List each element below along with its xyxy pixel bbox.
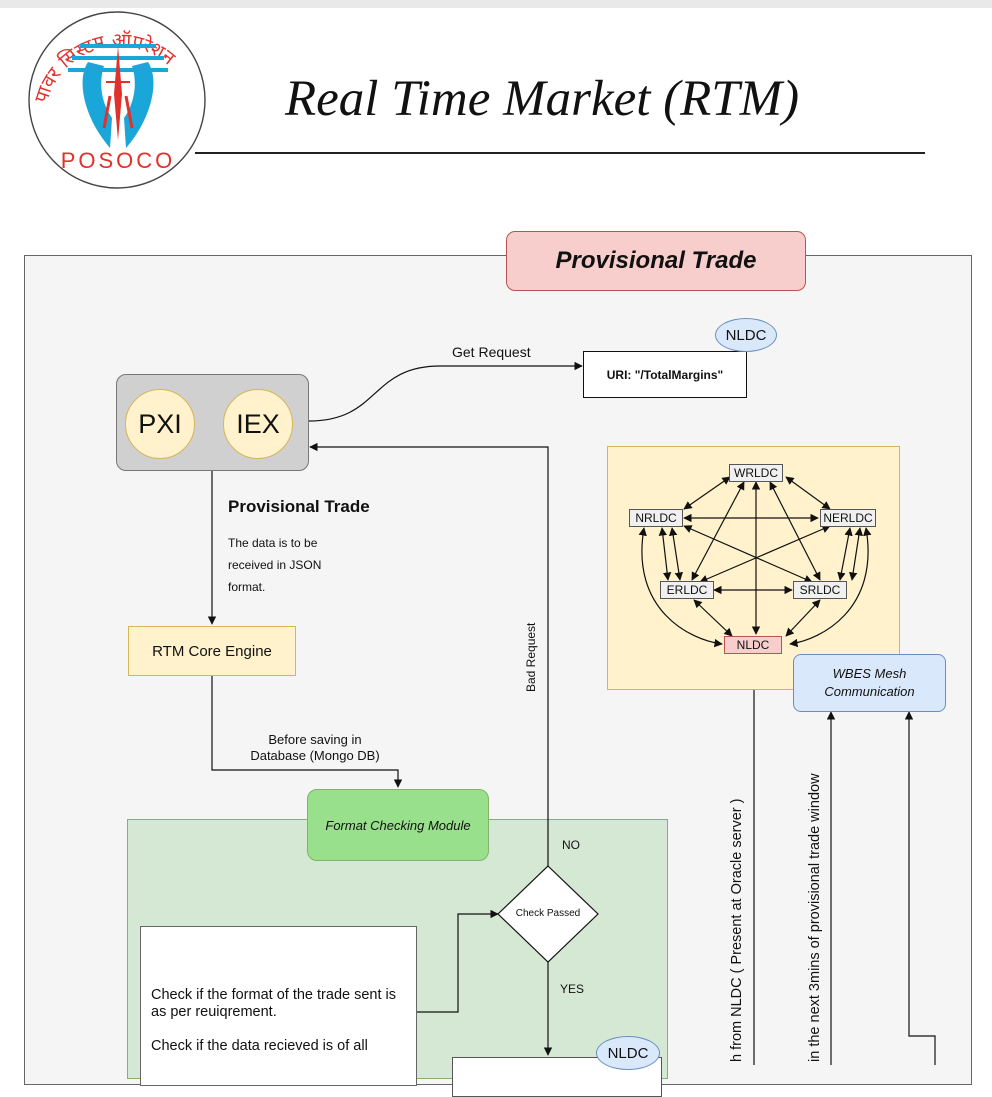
nerldc-node: NERLDC: [820, 509, 876, 527]
description-line: received in JSON: [228, 558, 322, 572]
description-line: format.: [228, 580, 266, 594]
bad-request-arrow: [309, 442, 549, 866]
description-line: The data is to be: [228, 536, 318, 550]
no-label: NO: [562, 838, 580, 852]
uri-box: URI: "/TotalMargins": [583, 351, 747, 398]
wrldc-node: WRLDC: [729, 464, 783, 482]
nldc-oracle-label: h from NLDC ( Present at Oracle server ): [729, 798, 745, 1063]
get-request-label: Get Request: [452, 344, 531, 360]
connectors: [207, 361, 936, 1065]
posoco-logo: पावर सिस्टम ऑपरेशन POSOCO: [18, 0, 210, 190]
page-title: Real Time Market (RTM): [285, 71, 800, 127]
trade-window-label: in the next 3mins of provisional trade w…: [807, 773, 823, 1062]
iex-node: IEX: [223, 389, 293, 459]
bad-request-label: Bad Request: [524, 622, 538, 692]
wbes-mesh-communication: WBES Mesh Communication: [793, 654, 946, 712]
erldc-node: ERLDC: [660, 581, 714, 599]
logo-org-text: POSOCO: [61, 148, 176, 173]
check-item: Check if the format of the trade sent is…: [151, 987, 397, 1020]
srldc-node: SRLDC: [793, 581, 847, 599]
check-to-decision-arrow: [417, 909, 499, 1013]
nldc-node: NLDC: [724, 636, 782, 654]
format-checking-module: Format Checking Module: [307, 789, 489, 861]
get-request-arrow: [308, 361, 583, 422]
pxi-node: PXI: [125, 389, 195, 459]
before-saving-line: Before saving in: [268, 732, 362, 747]
yes-label: YES: [560, 982, 585, 996]
before-saving-line: Database (Mongo DB): [250, 748, 380, 763]
provisional-trade-title: Provisional Trade: [228, 497, 370, 516]
title-underline: [195, 152, 925, 154]
check-item: Check if the data recieved is of all: [151, 1038, 368, 1054]
provisional-trade-header: Provisional Trade: [506, 231, 806, 291]
check-passed-label: Check Passed: [515, 908, 581, 919]
nldc-badge-top: NLDC: [715, 318, 777, 352]
format-checks-text: Check if the format of the trade sent is…: [140, 926, 417, 1086]
save-arrow: [211, 676, 403, 788]
top-bar: [0, 0, 992, 8]
nldc-badge-bottom: NLDC: [596, 1036, 660, 1070]
posoco-emblem-icon: पावर सिस्टम ऑपरेशन POSOCO: [28, 11, 206, 189]
wbes-up-arrow-2: [904, 711, 936, 1065]
before-saving-label: Before saving in Database (Mongo DB): [240, 732, 390, 764]
check-passed-diamond: [497, 865, 599, 963]
nrldc-node: NRLDC: [629, 509, 683, 527]
provisional-trade-description: The data is to be received in JSON forma…: [228, 532, 321, 598]
rtm-core-engine: RTM Core Engine: [128, 626, 296, 676]
mesh-links: [638, 476, 872, 648]
